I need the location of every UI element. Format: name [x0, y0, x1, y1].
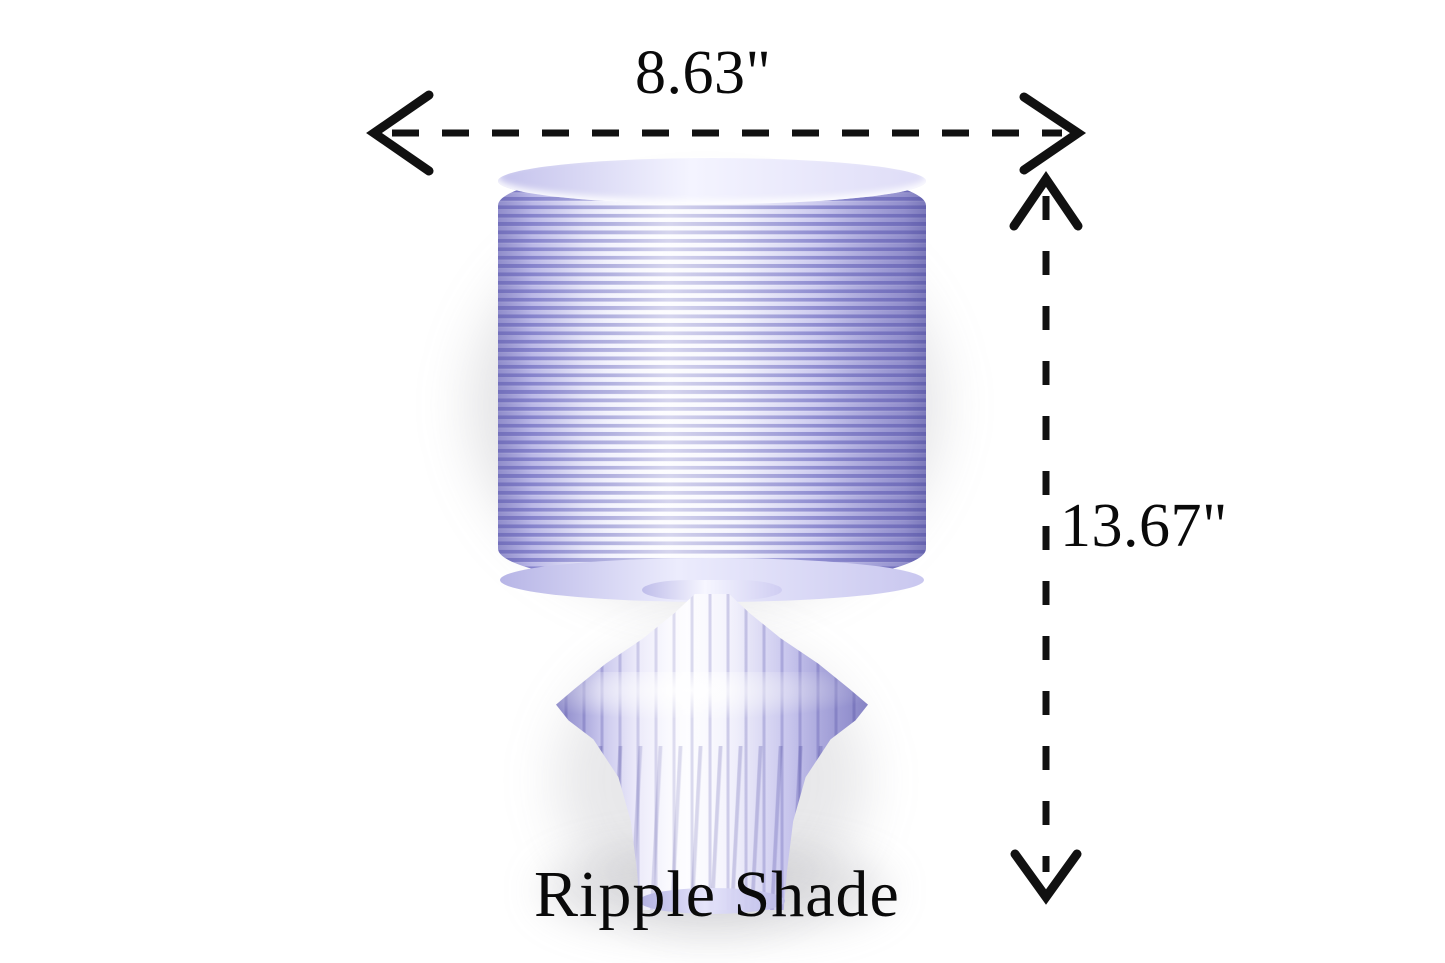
base-neck: [642, 580, 782, 600]
height-dimension-label: 13.67": [1060, 492, 1228, 560]
lamp-shade: [498, 158, 926, 602]
width-dimension-label: 8.63": [635, 39, 772, 107]
shade-body: [498, 168, 926, 586]
product-caption: Ripple Shade: [534, 858, 900, 931]
shade-ring-curvature: [498, 168, 926, 586]
shade-top-rim: [498, 158, 926, 204]
base-foot: [639, 888, 785, 914]
